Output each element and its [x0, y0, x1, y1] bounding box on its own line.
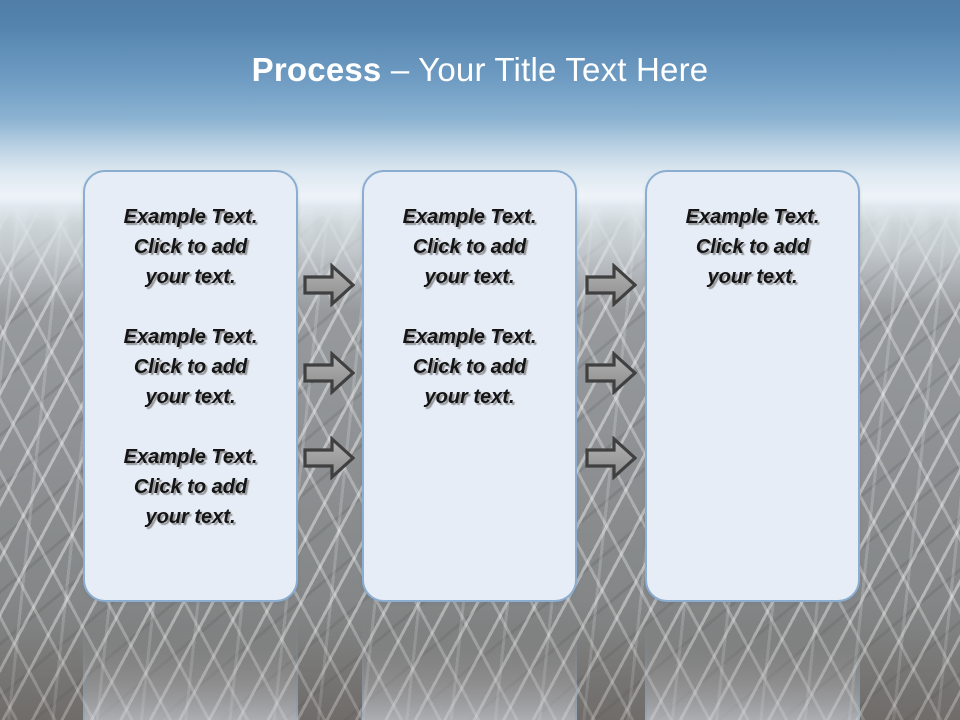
process-box-1[interactable]: Example Text. Click to add your text. Exa…: [83, 170, 298, 602]
placeholder-text[interactable]: Example Text. Click to add your text.: [402, 206, 537, 288]
reflection-2: [362, 610, 577, 720]
placeholder-text[interactable]: Example Text. Click to add your text.: [402, 326, 537, 408]
page-title: Process – Your Title Text Here: [0, 50, 960, 90]
right-arrow-icon: [303, 263, 355, 307]
right-arrow-icon: [585, 263, 637, 307]
right-arrow-icon: [303, 351, 355, 395]
placeholder-text[interactable]: Example Text. Click to add your text.: [685, 206, 820, 288]
reflection-3: [645, 610, 860, 720]
process-box-2[interactable]: Example Text. Click to add your text. Exa…: [362, 170, 577, 602]
placeholder-text[interactable]: Example Text. Click to add your text.: [123, 206, 258, 288]
process-box-3-content: Example Text. Click to add your text.: [647, 172, 858, 292]
right-arrow-icon: [585, 436, 637, 480]
placeholder-text[interactable]: Example Text. Click to add your text.: [123, 326, 258, 408]
reflection-1: [83, 610, 298, 720]
page-title-rest: – Your Title Text Here: [381, 51, 709, 88]
right-arrow-icon: [585, 351, 637, 395]
process-box-2-content: Example Text. Click to add your text. Exa…: [364, 172, 575, 412]
process-box-1-content: Example Text. Click to add your text. Exa…: [85, 172, 296, 532]
page-title-strong: Process: [251, 51, 382, 88]
placeholder-text[interactable]: Example Text. Click to add your text.: [123, 446, 258, 528]
right-arrow-icon: [303, 436, 355, 480]
process-box-3[interactable]: Example Text. Click to add your text.: [645, 170, 860, 602]
